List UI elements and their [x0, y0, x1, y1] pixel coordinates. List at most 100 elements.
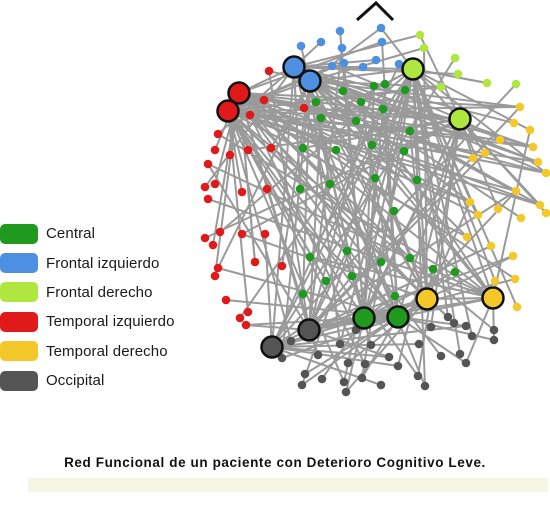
network-node-occipital [297, 380, 307, 390]
network-node-central [298, 143, 308, 153]
network-edge [238, 92, 534, 148]
network-node-central [412, 175, 422, 185]
network-edge [412, 68, 531, 131]
network-edge [371, 144, 494, 299]
network-edge [293, 66, 426, 387]
legend-swatch-occipital [0, 370, 38, 391]
network-node-frontal-derecho [453, 69, 463, 79]
network-edge [363, 150, 405, 319]
network-node-temporal-izquierdo [237, 187, 247, 197]
network-node-temporal-izquierdo [299, 103, 309, 113]
network-edge [293, 66, 414, 70]
network-node-frontal-izquierdo [339, 58, 349, 68]
network-edge [308, 68, 414, 331]
network-node-temporal-derecho [465, 197, 475, 207]
network-node-temporal-derecho [533, 157, 543, 167]
hub-node-central [386, 305, 410, 329]
hub-node-temporal-derecho [415, 287, 439, 311]
hub-node-frontal-derecho [448, 107, 472, 131]
network-node-temporal-derecho [509, 118, 519, 128]
network-node-occipital [384, 352, 394, 362]
network-node-temporal-derecho [510, 274, 520, 284]
legend-label-temporal-izquierdo: Temporal izquierdo [46, 313, 175, 331]
legend-item-occipital: Occipital [0, 366, 175, 395]
network-node-central [331, 145, 341, 155]
network-edge [227, 110, 365, 319]
network-node-occipital [461, 321, 471, 331]
network-node-central [321, 276, 331, 286]
legend-item-temporal-izquierdo: Temporal izquierdo [0, 307, 175, 336]
network-edge [417, 118, 461, 377]
network-node-occipital [413, 371, 423, 381]
network-node-frontal-izquierdo [394, 59, 404, 69]
network-node-occipital [420, 381, 430, 391]
network-node-central [367, 140, 377, 150]
network-node-temporal-derecho [541, 208, 550, 218]
network-node-temporal-derecho [528, 142, 538, 152]
network-edge [227, 110, 517, 192]
network-edge [412, 68, 496, 282]
network-edge [227, 110, 541, 206]
network-node-temporal-derecho [541, 168, 550, 178]
figure-caption: Red Funcional de un paciente con Deterio… [64, 455, 486, 470]
network-node-occipital [277, 353, 287, 363]
network-node-temporal-izquierdo [221, 295, 231, 305]
network-node-frontal-izquierdo [335, 26, 345, 36]
caption-band [28, 478, 548, 492]
network-node-temporal-derecho [462, 232, 472, 242]
network-node-temporal-izquierdo [243, 145, 253, 155]
hub-node-frontal-izquierdo [282, 55, 306, 79]
network-edge [227, 110, 547, 174]
legend-label-central: Central [46, 225, 96, 243]
hub-node-temporal-izquierdo [216, 99, 240, 123]
network-node-frontal-izquierdo [376, 23, 386, 33]
network-node-temporal-derecho [473, 210, 483, 220]
hub-node-central [352, 306, 376, 330]
network-node-frontal-izquierdo [358, 62, 368, 72]
network-edge [227, 110, 249, 313]
network-node-temporal-izquierdo [259, 95, 269, 105]
network-node-temporal-izquierdo [262, 184, 272, 194]
network-node-frontal-izquierdo [337, 43, 347, 53]
network-edge [271, 63, 400, 348]
network-node-central [356, 97, 366, 107]
network-node-occipital [360, 359, 370, 369]
network-edge [227, 110, 345, 383]
network-node-temporal-izquierdo [203, 159, 213, 169]
network-edge [271, 346, 399, 367]
network-node-temporal-izquierdo [215, 227, 225, 237]
network-node-temporal-izquierdo [250, 257, 260, 267]
network-node-temporal-izquierdo [264, 66, 274, 76]
network-node-temporal-derecho [495, 135, 505, 145]
network-node-frontal-izquierdo [316, 37, 326, 47]
network-node-occipital [436, 351, 446, 361]
network-node-central [369, 81, 379, 91]
network-node-central [295, 184, 305, 194]
network-node-occipital [366, 340, 376, 350]
network-node-occipital [489, 335, 499, 345]
network-node-temporal-izquierdo [210, 179, 220, 189]
network-node-frontal-derecho [482, 78, 492, 88]
network-node-temporal-izquierdo [200, 182, 210, 192]
legend-swatch-temporal-derecho [0, 341, 38, 362]
network-node-temporal-izquierdo [277, 261, 287, 271]
network-node-occipital [461, 358, 471, 368]
hub-node-frontal-derecho [401, 57, 425, 81]
network-node-central [380, 79, 390, 89]
network-node-occipital [455, 349, 465, 359]
network-edge [227, 110, 461, 120]
network-node-temporal-derecho [525, 125, 535, 135]
network-node-temporal-derecho [480, 148, 490, 158]
network-node-temporal-izquierdo [237, 229, 247, 239]
legend-item-central: Central [0, 219, 175, 248]
network-node-temporal-izquierdo [213, 263, 223, 273]
network-node-temporal-derecho [512, 302, 522, 312]
network-edge [302, 80, 311, 295]
network-node-central [378, 104, 388, 114]
network-node-central [390, 291, 400, 301]
network-node-temporal-derecho [493, 204, 503, 214]
hub-node-occipital [297, 318, 321, 342]
hub-node-frontal-izquierdo [298, 69, 322, 93]
network-node-frontal-izquierdo [377, 37, 387, 47]
network-node-occipital [357, 373, 367, 383]
